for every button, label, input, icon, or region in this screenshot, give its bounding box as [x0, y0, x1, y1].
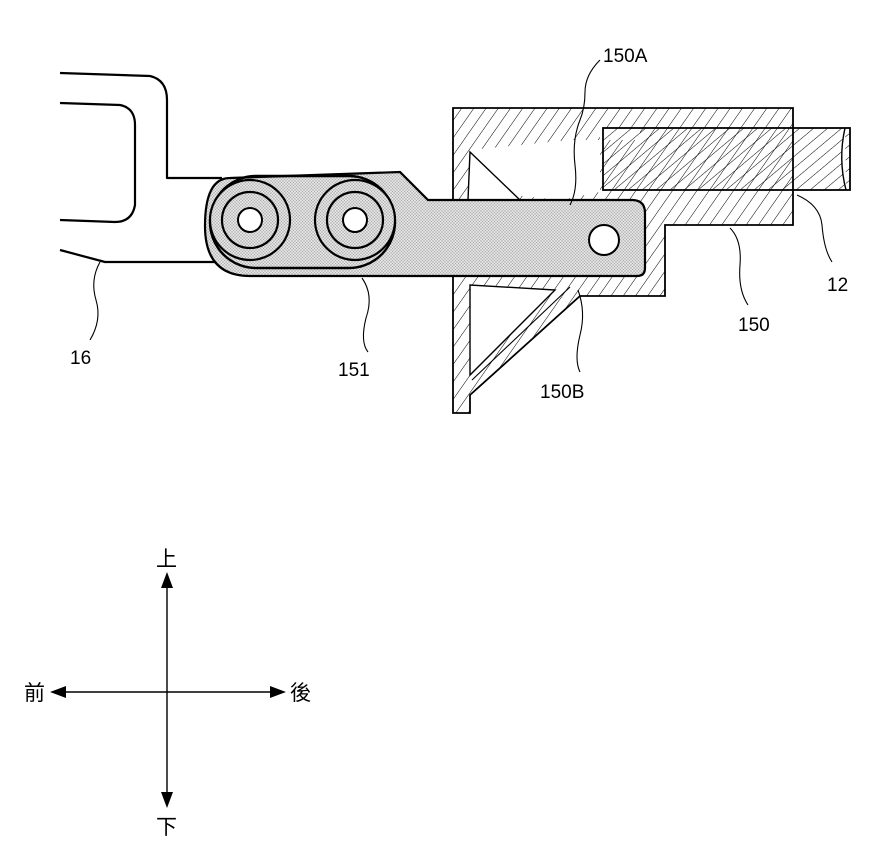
direction-up-label: 上 — [156, 547, 177, 571]
direction-back-label: 後 — [290, 681, 311, 705]
label-150B: 150B — [540, 382, 584, 403]
label-16: 16 — [70, 348, 91, 369]
direction-down-label: 下 — [156, 815, 177, 839]
label-12: 12 — [827, 275, 848, 296]
direction-front-label: 前 — [24, 681, 45, 705]
plate-12 — [603, 128, 850, 190]
arrow-right-icon — [270, 686, 286, 698]
label-150: 150 — [738, 315, 770, 336]
direction-indicator: 上 下 前 後 — [24, 547, 311, 839]
label-151: 151 — [338, 360, 370, 381]
arrow-down-icon — [161, 792, 173, 808]
arrow-up-icon — [161, 572, 173, 588]
label-150A: 150A — [603, 46, 648, 67]
arrow-left-icon — [50, 686, 66, 698]
